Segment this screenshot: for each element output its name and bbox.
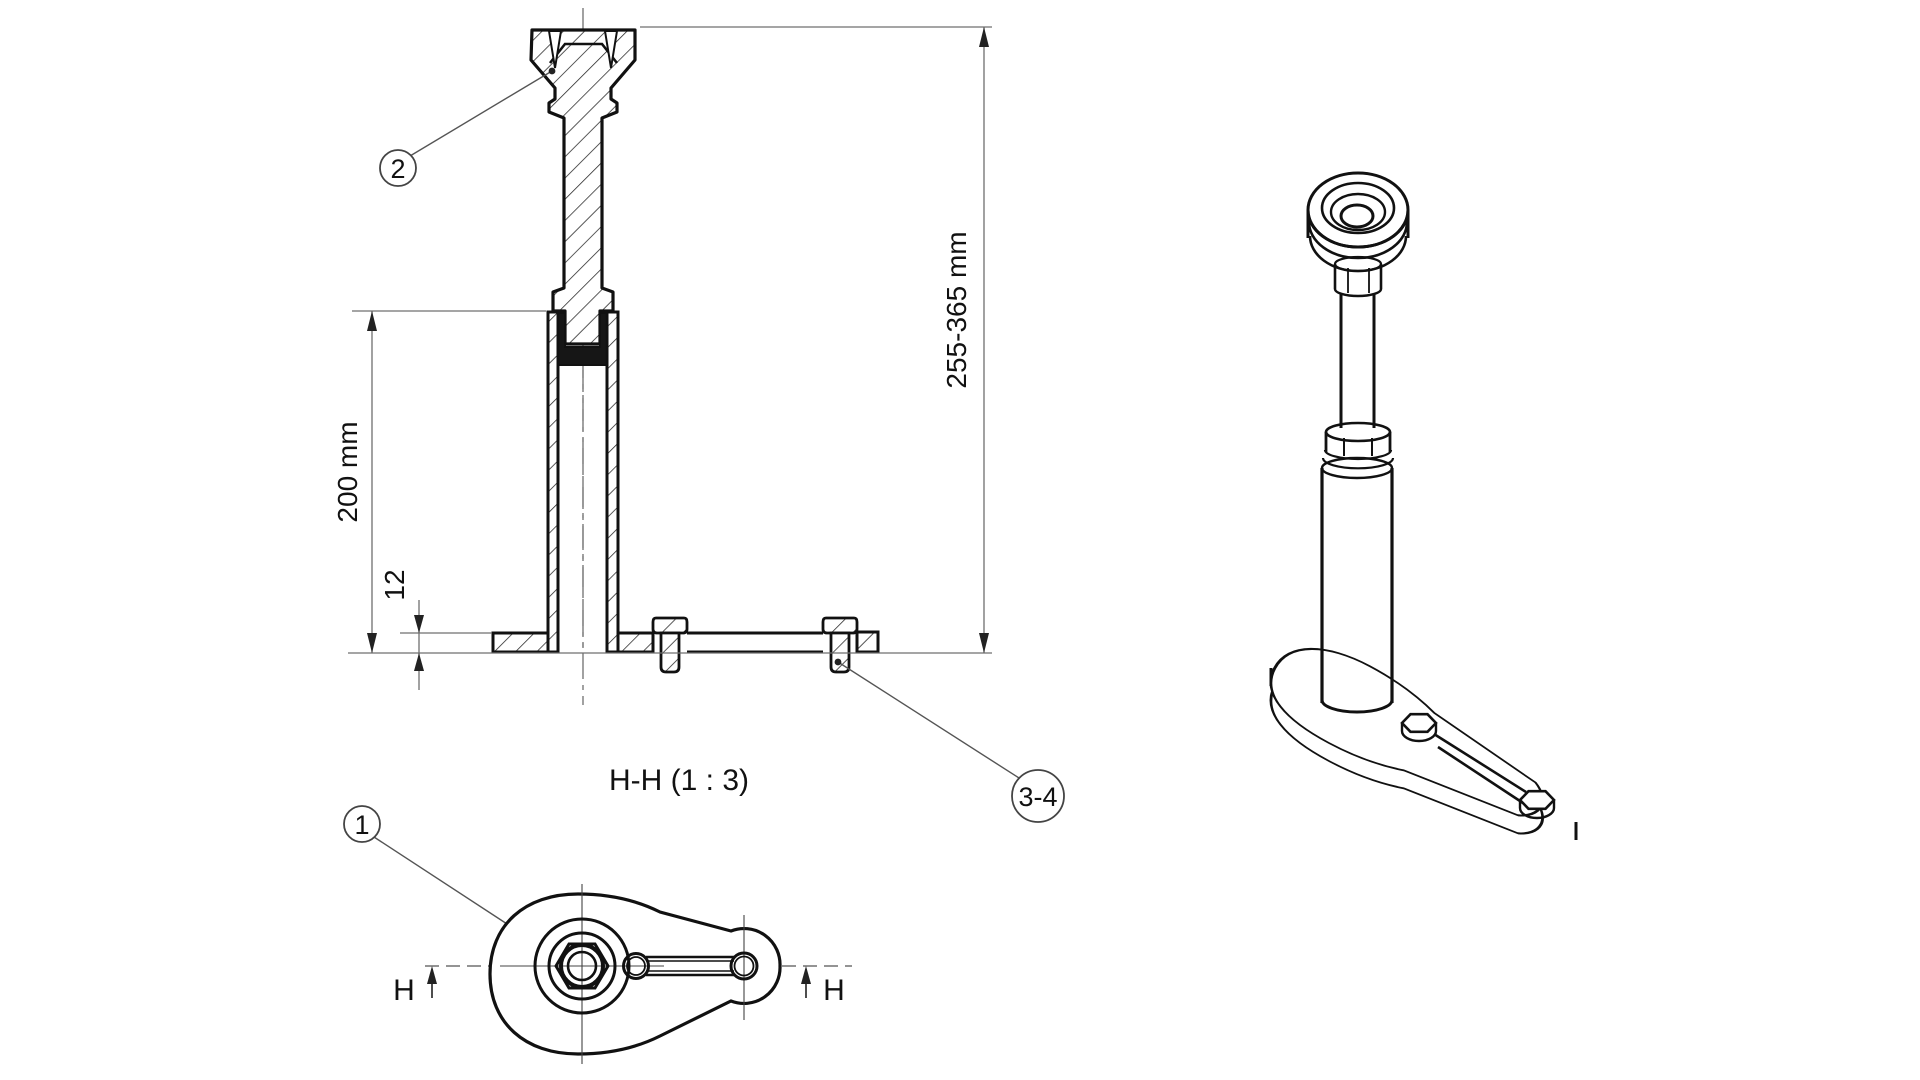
dim-tube-height-text: 200 mm [332,421,363,522]
cut-arrow-right [801,966,811,984]
balloon-2-label: 2 [390,154,405,184]
cut-marker-right-label: H [823,974,845,1007]
screw-profile [529,28,637,346]
base-plate-section [491,630,880,654]
iso-cap-disc3 [1308,235,1408,273]
bolt-1-head [651,616,689,635]
slot-hole-right [729,951,759,981]
dimension-plate-thickness: 12 [379,569,492,690]
iso-tube [1320,456,1394,714]
iso-cap-disc2 [1307,221,1409,260]
iso-tube-bottom-arc [1320,699,1394,714]
cut-marker-right: H [801,966,845,1007]
plate-left [491,631,550,654]
iso-cap [1306,171,1410,273]
plate-slot [622,951,759,981]
iso-bolt-2 [1518,789,1556,820]
iso-rod [1339,294,1376,428]
balloon-1: 1 [343,805,531,941]
cut-marker-left-label: H [393,974,415,1007]
slot-hole-left [622,952,650,980]
dim-plate-thickness-text: 12 [379,569,410,600]
nut-hexagon [554,942,610,990]
bolt-2-head [821,616,859,635]
plan-view: H H [393,884,852,1064]
isometric-view [1269,171,1578,840]
balloon-1-label: 1 [354,810,369,840]
cut-arrow-left [427,966,437,984]
balloon-2: 2 [379,67,556,187]
section-view-title: H-H (1 : 3) [609,764,749,797]
central-boss [533,917,631,1015]
head-groove-left [547,30,563,69]
cut-marker-left: H [393,966,437,1007]
dim-overall-height-text: 255-365 mm [941,231,972,388]
iso-slot [1433,732,1527,805]
dimension-overall-height: 255-365 mm [348,26,992,654]
plate-right [616,631,655,654]
balloon-3-4: 3-4 [834,658,1065,823]
iso-nut [1321,421,1395,470]
tube-wall-left [546,310,560,654]
bolt-1-section [651,616,689,674]
tube-wall-right [605,310,620,654]
base-plate-outline [488,892,782,1056]
adjusting-nut-section [554,312,611,366]
section-view: 255-365 mm 200 mm 12 H-H (1 : 3) [332,8,992,797]
screw-section [529,28,637,346]
head-groove-right [603,30,619,69]
balloon-3-4-label: 3-4 [1018,782,1057,812]
iso-base-plate [1269,648,1578,840]
iso-bolt-1 [1400,712,1438,743]
tube-section [546,310,620,654]
plate-tip [855,630,880,654]
dimension-tube-height: 200 mm [332,310,546,653]
iso-bushing [1333,255,1383,298]
